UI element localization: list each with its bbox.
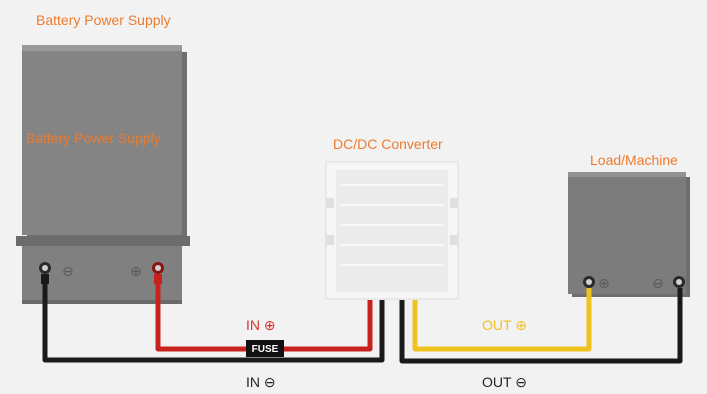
battery-terminal-negative-symbol: ⊖ <box>62 264 74 280</box>
in-negative-label: IN ⊖ <box>246 374 276 390</box>
wire-out-negative <box>399 288 683 364</box>
out-negative-label: OUT ⊖ <box>482 374 527 390</box>
wire-in-negative <box>42 284 385 363</box>
battery-positive-terminal <box>152 262 164 284</box>
load-terminal-negative-symbol: ⊖ <box>652 276 664 292</box>
fuse-icon <box>246 340 284 357</box>
load-title: Load/Machine <box>590 152 678 168</box>
load-terminal-positive-symbol: ⊕ <box>598 276 610 292</box>
load-positive-terminal <box>583 276 595 288</box>
battery-body-label: Battery Power Supply <box>26 130 161 146</box>
fuse-label: FUSE <box>252 344 279 355</box>
in-positive-label: IN ⊕ <box>246 317 276 333</box>
battery-terminal-positive-symbol: ⊕ <box>130 264 142 280</box>
battery-icon <box>16 45 190 304</box>
battery-title: Battery Power Supply <box>36 12 171 28</box>
out-positive-label: OUT ⊕ <box>482 317 527 333</box>
load-negative-terminal <box>673 276 685 288</box>
converter-icon <box>325 161 459 300</box>
converter-title: DC/DC Converter <box>333 136 443 152</box>
battery-negative-terminal <box>39 262 51 284</box>
wire-out-positive <box>412 288 592 352</box>
machine-icon <box>568 172 690 297</box>
